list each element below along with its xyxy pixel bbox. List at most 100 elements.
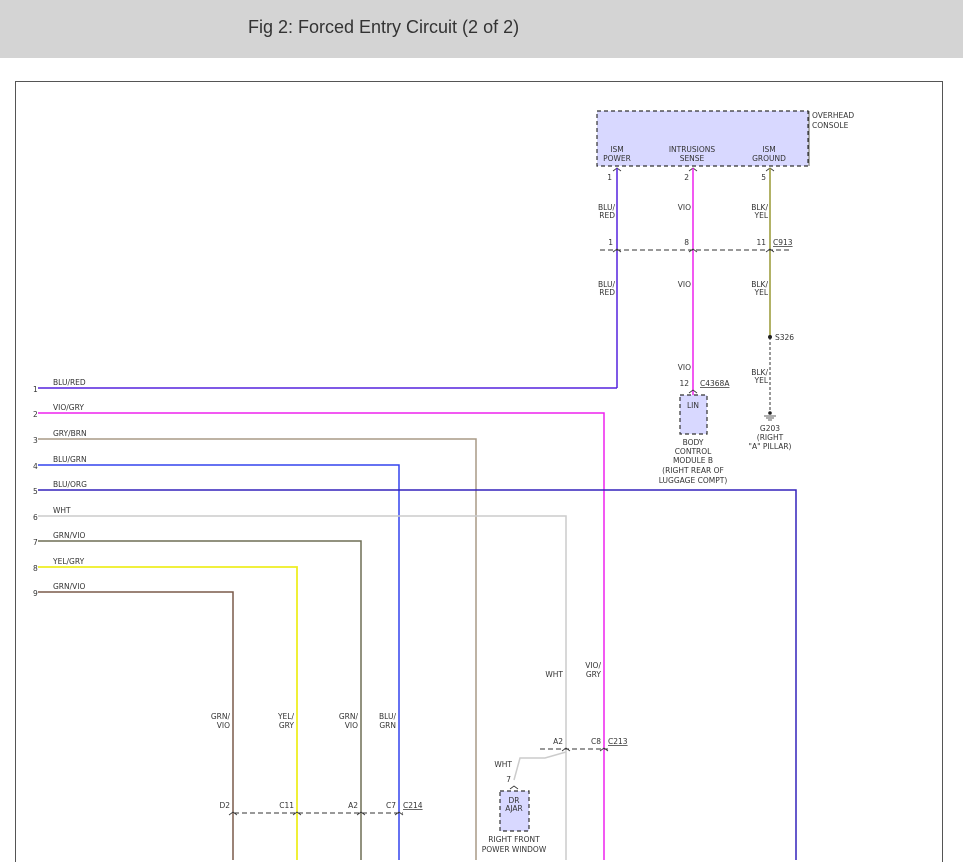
- connector-chevron: [228, 811, 238, 816]
- wire-label: VIO: [345, 721, 358, 730]
- wire-7-grn-vio: [38, 540, 362, 860]
- wire-label: GRN/VIO: [53, 582, 86, 591]
- bcm-label: MODULE B: [673, 456, 713, 465]
- wire-number: 5: [33, 487, 38, 496]
- wire-label: YEL/GRY: [52, 557, 85, 566]
- connector-chevron: [356, 811, 366, 816]
- connector-chevron: [394, 811, 404, 816]
- wire-4-blu-grn: [38, 464, 400, 860]
- wire-number: 2: [33, 410, 38, 419]
- pin-number: C11: [279, 801, 294, 810]
- dr-ajar-desc: RIGHT FRONT: [488, 835, 540, 844]
- overhead-label: CONSOLE: [812, 121, 849, 130]
- pin-label: SENSE: [680, 154, 705, 163]
- wire-label: YEL/: [277, 712, 294, 721]
- wire-label: WHT: [494, 760, 512, 769]
- wire-label: GRN/: [211, 712, 231, 721]
- wire-label: RED: [599, 211, 615, 220]
- connector-chevron: [599, 747, 609, 752]
- ground-desc: "A" PILLAR): [749, 442, 792, 451]
- connector-chevron: [688, 248, 698, 253]
- wire-number: 4: [33, 462, 38, 471]
- wire-number: 9: [33, 589, 38, 598]
- pin-number: 12: [679, 379, 689, 388]
- wire-label: VIO/GRY: [53, 403, 84, 412]
- connector-chevron: [688, 389, 698, 394]
- wire-label: BLK/: [751, 203, 768, 212]
- wire-label: BLU/: [379, 712, 396, 721]
- splice-dot: [768, 335, 772, 339]
- pin-label: ISM: [610, 145, 623, 154]
- wire-9-grn-vio: [38, 591, 234, 860]
- connector-chevron: [561, 747, 571, 752]
- wire-label: BLU/: [598, 203, 615, 212]
- wire-number: 8: [33, 564, 38, 573]
- diagram-frame: [15, 81, 943, 862]
- wire-label: BLK/: [751, 280, 768, 289]
- wire-number: 3: [33, 436, 38, 445]
- pin-number: 2: [684, 173, 689, 182]
- connector-c213-label: C213: [608, 737, 628, 746]
- wire-label: GRN/VIO: [53, 531, 86, 540]
- figure-title: Fig 2: Forced Entry Circuit (2 of 2): [248, 17, 520, 37]
- wire-3-gry-brn: [38, 438, 477, 860]
- connector-chevron: [509, 785, 519, 790]
- dr-ajar-label: DR: [509, 796, 520, 805]
- bcm-label: (RIGHT REAR OF: [662, 466, 724, 475]
- pin-number: 8: [684, 238, 689, 247]
- dr-ajar-label: AJAR: [505, 804, 523, 813]
- pin-number: A2: [553, 737, 563, 746]
- ground-id: G203: [760, 424, 780, 433]
- dr-ajar-desc: POWER WINDOW: [482, 845, 547, 854]
- connector-c214-label: C214: [403, 801, 423, 810]
- pin-number: 1: [607, 173, 612, 182]
- wire-label: BLK/: [751, 368, 768, 377]
- wire-label: YEL: [754, 211, 769, 220]
- pin-number: C7: [386, 801, 396, 810]
- wire-label: BLU/GRN: [53, 455, 87, 464]
- overhead-label: OVERHEAD: [812, 111, 854, 120]
- wire-label: BLU/ORG: [53, 480, 87, 489]
- bcm-label: BODY: [683, 438, 704, 447]
- pin-label: INTRUSIONS: [669, 145, 716, 154]
- wire-5-blu-org: [38, 489, 797, 860]
- bcm-pin-name: LIN: [687, 401, 699, 410]
- pin-number: C8: [591, 737, 601, 746]
- ground-point: [768, 411, 772, 415]
- pin-number: A2: [348, 801, 358, 810]
- bcm-module: [679, 394, 708, 435]
- overhead-console-module: [596, 110, 809, 167]
- wire-label: RED: [599, 288, 615, 297]
- pin-number: D2: [219, 801, 230, 810]
- splice-label: S326: [775, 333, 794, 342]
- wire-label: VIO: [678, 280, 691, 289]
- wire-number: 7: [33, 538, 38, 547]
- wire-label: YEL: [754, 376, 769, 385]
- wire-label: BLU/RED: [53, 378, 86, 387]
- figure-header: Fig 2: Forced Entry Circuit (2 of 2): [0, 0, 963, 58]
- wire-number: 6: [33, 513, 38, 522]
- wire-label: GRN/: [339, 712, 359, 721]
- wire-6-wht: [38, 515, 567, 860]
- wire-label: GRN: [379, 721, 396, 730]
- pin-number: 7: [506, 775, 511, 784]
- wire-label: VIO/: [585, 661, 601, 670]
- wire-8-yel-gry: [38, 566, 298, 860]
- wire-label: VIO: [678, 363, 691, 372]
- wire-number: 1: [33, 385, 38, 394]
- wire-label: VIO: [678, 203, 691, 212]
- ground-desc: (RIGHT: [757, 433, 784, 442]
- pin-label: GROUND: [752, 154, 786, 163]
- pin-number: 11: [756, 238, 766, 247]
- wire-label: BLU/: [598, 280, 615, 289]
- pin-number: 1: [608, 238, 613, 247]
- wire-label: VIO: [217, 721, 230, 730]
- wire-label: GRY: [586, 670, 602, 679]
- connector-chevron: [292, 811, 302, 816]
- pin-number: 5: [761, 173, 766, 182]
- bcm-label: LUGGAGE COMPT): [659, 476, 728, 485]
- wire-label: WHT: [545, 670, 563, 679]
- wire-wht-branch: [513, 751, 567, 781]
- connector-chevron: [612, 248, 622, 253]
